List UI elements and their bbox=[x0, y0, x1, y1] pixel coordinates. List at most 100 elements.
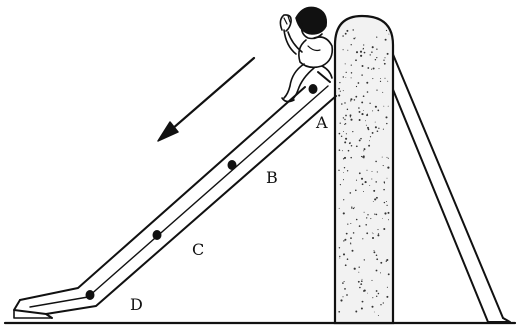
speckle bbox=[376, 171, 378, 173]
speckle bbox=[364, 120, 366, 122]
speckle bbox=[371, 68, 373, 70]
speckle bbox=[345, 77, 347, 78]
speckle bbox=[369, 136, 372, 138]
speckle bbox=[363, 156, 365, 159]
speckle bbox=[362, 238, 364, 240]
speckle bbox=[387, 211, 390, 214]
speckle bbox=[347, 149, 350, 152]
speckle bbox=[343, 156, 347, 159]
speckle bbox=[358, 110, 361, 113]
speckle bbox=[361, 278, 363, 280]
speckle bbox=[387, 273, 390, 276]
child-figure bbox=[279, 6, 334, 103]
speckle bbox=[366, 114, 369, 117]
speckle bbox=[340, 299, 343, 302]
speckle bbox=[388, 33, 390, 35]
speckle bbox=[384, 57, 386, 59]
speckle bbox=[377, 292, 380, 295]
speckle bbox=[368, 144, 371, 147]
speckle bbox=[359, 50, 363, 53]
speckle bbox=[358, 266, 360, 268]
speckle bbox=[379, 80, 382, 83]
speckle bbox=[366, 232, 369, 235]
speckle bbox=[373, 311, 375, 313]
speckle bbox=[342, 253, 346, 256]
speckle bbox=[345, 71, 347, 74]
speckle bbox=[358, 271, 360, 273]
speckle bbox=[345, 137, 348, 140]
speckle bbox=[350, 100, 352, 102]
speckle bbox=[373, 251, 376, 254]
speckle bbox=[352, 232, 355, 234]
speckle bbox=[374, 213, 376, 215]
speckle bbox=[344, 122, 347, 125]
speckle bbox=[372, 200, 374, 202]
speckle bbox=[338, 247, 341, 249]
speckle bbox=[342, 158, 345, 160]
speckle bbox=[365, 224, 367, 226]
speckle bbox=[372, 297, 374, 299]
tower-speckle-texture bbox=[338, 29, 390, 316]
speckle bbox=[350, 44, 352, 46]
speckle bbox=[362, 48, 364, 50]
speckle bbox=[383, 201, 386, 204]
speckle bbox=[371, 171, 373, 172]
speckle bbox=[386, 122, 388, 125]
speckle bbox=[346, 294, 348, 296]
speckle bbox=[342, 90, 344, 92]
speckle bbox=[341, 103, 343, 105]
speckle bbox=[355, 145, 358, 148]
speckle bbox=[338, 310, 341, 313]
speckle bbox=[342, 212, 345, 215]
speckle bbox=[358, 172, 361, 175]
speckle bbox=[342, 117, 345, 119]
speckle bbox=[367, 292, 368, 294]
speckle bbox=[378, 68, 380, 70]
speckle bbox=[371, 46, 374, 49]
speckle bbox=[373, 189, 376, 192]
speckle bbox=[344, 102, 346, 104]
speckle bbox=[375, 254, 378, 257]
speckle bbox=[380, 261, 383, 264]
speckle bbox=[361, 65, 364, 67]
speckle bbox=[367, 126, 369, 129]
speckle bbox=[344, 32, 347, 35]
speckle bbox=[369, 54, 371, 56]
speckle bbox=[374, 105, 377, 108]
speckle bbox=[375, 196, 378, 199]
speckle bbox=[345, 133, 347, 135]
speckle bbox=[339, 257, 341, 259]
speckle bbox=[360, 155, 363, 158]
speckle bbox=[385, 201, 387, 202]
speckle bbox=[365, 124, 367, 126]
speckle bbox=[386, 156, 388, 158]
speckle bbox=[354, 206, 355, 208]
speckle bbox=[386, 204, 388, 207]
speckle bbox=[372, 233, 374, 235]
speckle bbox=[352, 130, 354, 133]
speckle bbox=[343, 131, 344, 133]
speckle bbox=[380, 304, 382, 306]
speckle bbox=[366, 91, 369, 93]
speckle bbox=[353, 37, 356, 40]
speckle bbox=[353, 99, 356, 101]
speckle bbox=[360, 283, 363, 286]
point-d-dot bbox=[85, 290, 95, 300]
speckle bbox=[374, 58, 377, 61]
speckle bbox=[387, 157, 389, 159]
speckle bbox=[355, 189, 357, 192]
speckle bbox=[344, 124, 346, 125]
slide-rivets bbox=[85, 84, 318, 300]
speckle bbox=[358, 139, 361, 142]
speckle bbox=[352, 29, 354, 31]
speckle bbox=[386, 286, 388, 288]
speckle bbox=[346, 108, 349, 111]
speckle bbox=[383, 181, 385, 183]
speckle bbox=[339, 122, 341, 124]
speckle bbox=[383, 182, 386, 184]
speckle bbox=[383, 62, 386, 65]
speckle bbox=[342, 76, 345, 78]
speckle bbox=[361, 101, 364, 104]
speckle bbox=[342, 296, 344, 298]
speckle bbox=[343, 199, 345, 201]
